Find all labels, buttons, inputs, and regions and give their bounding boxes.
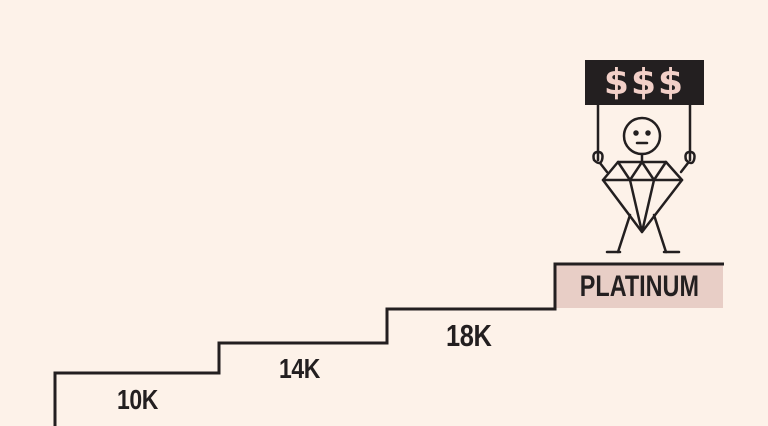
staircase-line: [53, 262, 724, 426]
tier-platinum-label: PLATINUM: [556, 265, 723, 308]
sign-label: $$$: [603, 62, 686, 103]
sign-board: [585, 60, 704, 105]
step-label-2: 14K: [279, 353, 320, 384]
tier-platinum-text: PLATINUM: [579, 269, 700, 303]
tier-platinum-fill: [556, 265, 723, 308]
step-label-3: 18K: [446, 318, 492, 353]
step-label-1: 10K: [117, 384, 158, 415]
diamond-stick-figure-icon: [592, 103, 696, 254]
